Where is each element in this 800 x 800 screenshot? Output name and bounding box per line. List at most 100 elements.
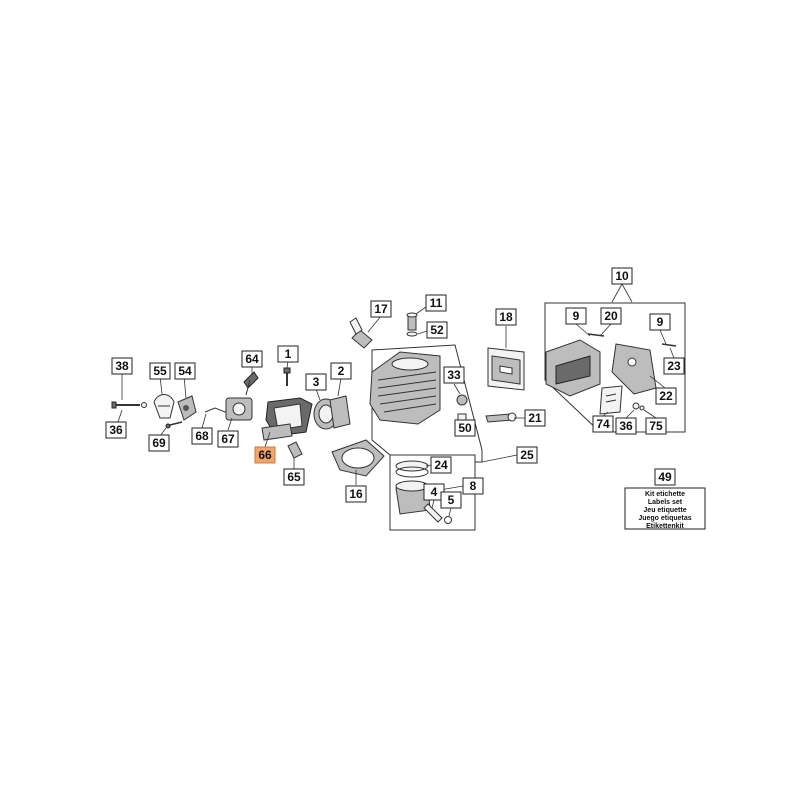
muffler-body-part <box>545 339 601 397</box>
callout-21[interactable]: 21 <box>524 409 546 427</box>
callout-label: 55 <box>153 364 167 378</box>
callout-17[interactable]: 17 <box>370 300 392 318</box>
callout-label: 65 <box>287 470 301 484</box>
callout-label: 4 <box>431 485 438 499</box>
callout-label: 66 <box>258 448 272 462</box>
callout-label: 22 <box>659 389 673 403</box>
callout-label: 1 <box>285 347 292 361</box>
leader-lines <box>117 283 675 517</box>
long-bolt-part <box>111 401 147 409</box>
callout-52[interactable]: 52 <box>426 321 448 339</box>
callout-label: 36 <box>109 423 123 437</box>
piston-box-outline <box>389 454 476 531</box>
air-filter-cover-part <box>153 394 175 419</box>
callout-67[interactable]: 67 <box>217 430 239 448</box>
callout-label: 69 <box>152 436 166 450</box>
decompression-valve-part <box>406 312 418 337</box>
callout-22[interactable]: 22 <box>655 387 677 405</box>
cylinder-part <box>369 351 441 425</box>
callout-16[interactable]: 16 <box>345 485 367 503</box>
callout-36-right[interactable]: 36 <box>615 417 637 435</box>
piston-part <box>395 480 431 515</box>
callout-label: 18 <box>499 310 513 324</box>
callout-20[interactable]: 20 <box>600 307 622 325</box>
callout-label: 33 <box>447 368 461 382</box>
callout-label: 9 <box>657 315 664 329</box>
callout-label: 54 <box>178 364 192 378</box>
callout-9-right[interactable]: 9 <box>649 313 671 331</box>
muffler-washer-part <box>632 402 645 411</box>
kit-line-5: Etikettenkit <box>646 523 684 530</box>
callout-74[interactable]: 74 <box>592 415 614 433</box>
intake-flange-part <box>261 397 313 441</box>
callout-11[interactable]: 11 <box>425 294 447 312</box>
callout-23[interactable]: 23 <box>663 357 685 375</box>
kit-line-1: Kit etichette <box>645 491 685 498</box>
intake-manifold-part <box>313 395 351 430</box>
callout-68[interactable]: 68 <box>191 427 213 445</box>
kit-line-3: Jeu etiquette <box>643 507 686 514</box>
callout-36-left[interactable]: 36 <box>105 421 127 439</box>
muffler-bolt-part <box>587 333 677 347</box>
callout-label: 75 <box>649 419 663 433</box>
callout-10[interactable]: 10 <box>611 267 633 285</box>
carburetor-part <box>225 371 259 421</box>
callout-label: 38 <box>115 359 129 373</box>
callout-18[interactable]: 18 <box>495 308 517 326</box>
callout-label: 68 <box>195 429 209 443</box>
kit-line-4: Juego etiquetas <box>638 515 691 522</box>
callout-label: 24 <box>434 458 448 472</box>
air-filter-plate-part <box>177 395 197 421</box>
callout-2[interactable]: 2 <box>330 362 352 380</box>
screw-part <box>165 421 183 429</box>
callout-38[interactable]: 38 <box>111 357 133 375</box>
callout-33[interactable]: 33 <box>443 366 465 384</box>
callout-label: 20 <box>604 309 618 323</box>
callout-8[interactable]: 8 <box>462 477 484 495</box>
callout-24[interactable]: 24 <box>430 456 452 474</box>
callout-50[interactable]: 50 <box>454 419 476 437</box>
callout-label: 21 <box>528 411 542 425</box>
callout-55[interactable]: 55 <box>149 362 171 380</box>
callout-label: 10 <box>615 269 629 283</box>
callout-label: 2 <box>338 364 345 378</box>
kit-line-2: Labels set <box>648 499 683 506</box>
piston-rings-part <box>395 460 429 478</box>
callout-label: 74 <box>596 417 610 431</box>
callout-label: 9 <box>573 309 580 323</box>
callout-label: 67 <box>221 432 235 446</box>
callout-label: 64 <box>245 352 259 366</box>
callout-label: 49 <box>658 470 672 484</box>
callout-66[interactable]: 66 <box>254 446 276 464</box>
spark-screen-part <box>599 385 623 415</box>
piston-pin-part <box>423 503 452 524</box>
callout-25[interactable]: 25 <box>516 446 538 464</box>
callout-9-left[interactable]: 9 <box>565 307 587 325</box>
callout-65[interactable]: 65 <box>283 468 305 486</box>
screw-part-1 <box>283 367 291 386</box>
plug-part <box>456 394 468 423</box>
callout-label: 50 <box>458 421 472 435</box>
callout-54[interactable]: 54 <box>174 362 196 380</box>
muffler-group-outline <box>544 302 686 433</box>
callout-label: 36 <box>619 419 633 433</box>
callout-label: 5 <box>448 493 455 507</box>
callout-5[interactable]: 5 <box>440 491 462 509</box>
spark-plug-part <box>349 317 373 349</box>
callout-1[interactable]: 1 <box>277 345 299 363</box>
callout-label: 11 <box>430 296 443 310</box>
callout-label: 17 <box>374 302 388 316</box>
callout-label: 25 <box>520 448 534 462</box>
callout-3[interactable]: 3 <box>305 373 327 391</box>
exhaust-gasket-part <box>487 347 525 391</box>
callout-label: 52 <box>430 323 444 337</box>
cylinder-gasket-part <box>331 439 385 477</box>
callout-75[interactable]: 75 <box>645 417 667 435</box>
callout-64[interactable]: 64 <box>241 350 263 368</box>
labels-kit-box: Kit etichette Labels set Jeu etiquette J… <box>624 487 706 530</box>
callout-label: 3 <box>313 375 320 389</box>
callout-69[interactable]: 69 <box>148 434 170 452</box>
callout-49[interactable]: 49 <box>654 468 676 486</box>
stud-part <box>485 412 517 423</box>
